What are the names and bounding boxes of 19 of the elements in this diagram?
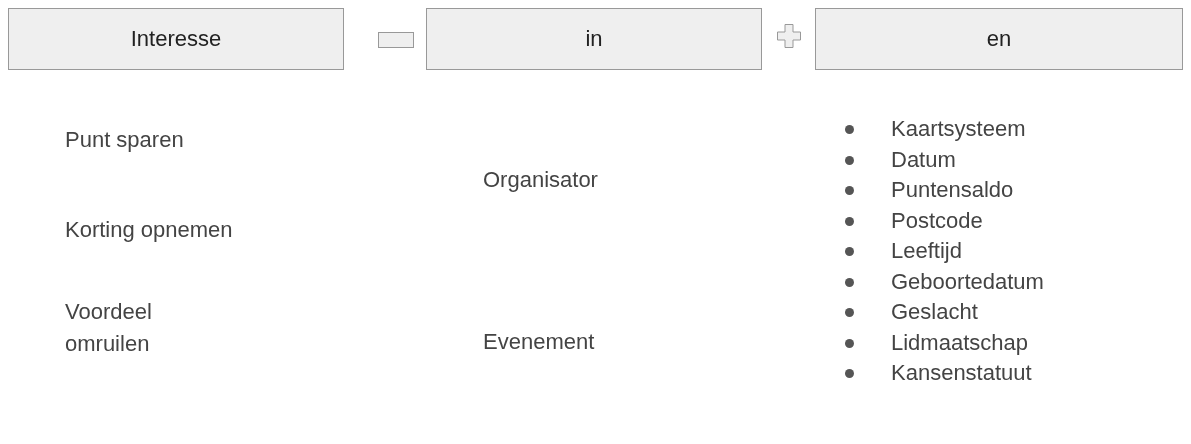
plus-sign <box>777 24 801 48</box>
bullet-item: Puntensaldo <box>891 176 1014 204</box>
item-text: Evenement <box>483 328 596 356</box>
header-box: Interesse <box>8 8 344 70</box>
bullet-item: Leeftijd <box>891 237 962 265</box>
bullet-item: Geboortedatum <box>891 267 1044 296</box>
bullet-item: Kaartsysteem <box>891 115 1026 143</box>
item-text: Organisator <box>483 166 599 194</box>
bullet-item: Geslacht <box>891 298 978 326</box>
header-box: in <box>426 8 762 70</box>
item-text: Voordeel omruilen <box>65 298 153 358</box>
header-box: en <box>815 8 1183 70</box>
bullet-item: Kansenstatuut <box>891 359 1032 387</box>
item-text: Punt sparen <box>65 126 185 154</box>
item-text: Korting opnemen <box>65 216 234 244</box>
bullet-item: Datum <box>891 145 956 174</box>
bullet-item: Lidmaatschap <box>891 328 1028 357</box>
minus-sign <box>378 32 414 48</box>
bullet-item: Postcode <box>891 206 983 235</box>
